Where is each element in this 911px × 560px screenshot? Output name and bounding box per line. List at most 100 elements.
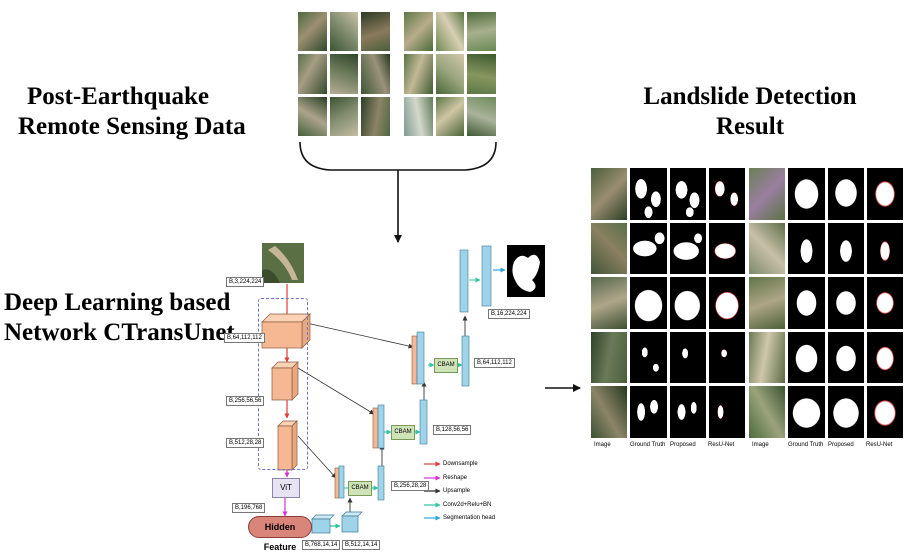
- tag-bottleneck: B,512,14,14: [342, 540, 381, 550]
- result-mask: [788, 168, 825, 220]
- encoder-block: [261, 313, 311, 349]
- tag-input: B,3,224,224: [226, 277, 265, 287]
- result-image: [749, 168, 786, 220]
- legend-seghead: Segmentation head: [443, 515, 496, 521]
- sensing-tile: [329, 54, 359, 94]
- result-mask: [630, 168, 667, 220]
- sensing-grid-left: [298, 12, 390, 136]
- sensing-tile: [404, 54, 433, 94]
- tag-hidden: B,768,14,14: [302, 540, 341, 550]
- sensing-tile: [435, 12, 465, 52]
- result-mask: [866, 331, 903, 384]
- sensing-tile: [435, 96, 465, 136]
- decoder-block: [411, 331, 425, 385]
- output-mask: [507, 245, 545, 297]
- tag-out: B,16,224,224: [488, 309, 530, 319]
- result-mask: [669, 168, 706, 220]
- col-label: Ground Truth: [788, 442, 824, 448]
- result-mask: [708, 386, 745, 438]
- col-label: Ground Truth: [630, 442, 666, 448]
- tag-enc3: B,512,28,28: [226, 438, 265, 448]
- sensing-tile: [467, 96, 496, 136]
- cbam-block: CBAM: [348, 481, 372, 496]
- tag-enc1: B,64,112,112: [224, 333, 265, 343]
- result-mask: [788, 331, 825, 384]
- sensing-tile: [298, 96, 327, 136]
- result-mask: [708, 222, 745, 275]
- decoder-block: [419, 399, 428, 445]
- result-image: [591, 168, 628, 220]
- col-label: ResU-Net: [708, 442, 735, 448]
- result-mask: [630, 277, 667, 329]
- col-label: Proposed: [828, 442, 854, 448]
- sensing-tile: [298, 54, 327, 94]
- result-grid-right: [749, 168, 903, 438]
- result-mask: [866, 222, 903, 275]
- result-image: [749, 386, 786, 438]
- bottleneck-block: [311, 514, 335, 534]
- sensing-grid-right: [404, 12, 496, 136]
- sensing-tile: [361, 96, 390, 136]
- encoder-block: [277, 420, 298, 471]
- encoder-dashed-box: [258, 298, 308, 470]
- result-mask: [866, 168, 903, 220]
- cbam-block: CBAM: [391, 425, 415, 440]
- result-mask: [788, 277, 825, 329]
- decoder-block: [377, 465, 385, 501]
- tag-enc2: B,256,56,56: [226, 396, 265, 406]
- sensing-tile: [404, 12, 433, 52]
- sensing-tile: [298, 12, 327, 52]
- grid-brace: [299, 141, 497, 171]
- result-mask: [866, 277, 903, 329]
- result-image: [591, 277, 628, 329]
- title-post-earthquake: Post-Earthquake Remote Sensing Data: [18, 83, 246, 140]
- result-mask: [827, 168, 864, 220]
- col-label: Proposed: [670, 442, 696, 448]
- vit-block: ViT: [272, 478, 300, 498]
- result-grid-left: [591, 168, 745, 438]
- result-image: [749, 277, 786, 329]
- tag-dec2: B,128,56,56: [433, 425, 472, 435]
- tag-dec3: B,64,112,112: [474, 358, 515, 368]
- result-mask: [630, 331, 667, 384]
- sensing-tile: [329, 96, 359, 136]
- legend-upsample: Upsample: [443, 488, 471, 494]
- result-mask: [630, 222, 667, 275]
- sensing-tile: [404, 96, 433, 136]
- decoder-block: [461, 335, 470, 387]
- result-image: [749, 222, 786, 275]
- result-image: [591, 386, 628, 438]
- result-mask: [708, 331, 745, 384]
- result-image: [591, 331, 628, 384]
- result-mask: [827, 277, 864, 329]
- result-mask: [866, 386, 903, 438]
- sensing-tile: [361, 54, 390, 94]
- hidden-feature-block: Hidden Feature: [248, 516, 312, 552]
- result-mask: [708, 168, 745, 220]
- result-mask: [788, 222, 825, 275]
- bottleneck-block: [341, 511, 363, 533]
- tag-vit: B,196,768: [232, 503, 266, 513]
- col-label: Image: [752, 442, 769, 448]
- sensing-tile: [435, 54, 465, 94]
- result-mask: [708, 277, 745, 329]
- sensing-tile: [361, 12, 390, 52]
- legend-reshape: Reshape: [443, 475, 468, 481]
- decoder-block: [372, 404, 385, 449]
- result-mask: [669, 277, 706, 329]
- result-mask: [827, 222, 864, 275]
- decoder-block: [334, 465, 345, 499]
- result-image: [749, 331, 786, 384]
- result-mask: [669, 331, 706, 384]
- result-mask: [827, 331, 864, 384]
- legend-downsample: Downsample: [443, 461, 478, 467]
- col-label: ResU-Net: [866, 442, 893, 448]
- decoder-block: [459, 245, 492, 313]
- legend-conv: Conv2d+Relu+BN: [443, 502, 492, 508]
- result-mask: [827, 386, 864, 438]
- result-mask: [669, 222, 706, 275]
- sensing-tile: [467, 54, 496, 94]
- result-image: [591, 222, 628, 275]
- title-landslide-result: Landslide Detection Result: [643, 83, 857, 140]
